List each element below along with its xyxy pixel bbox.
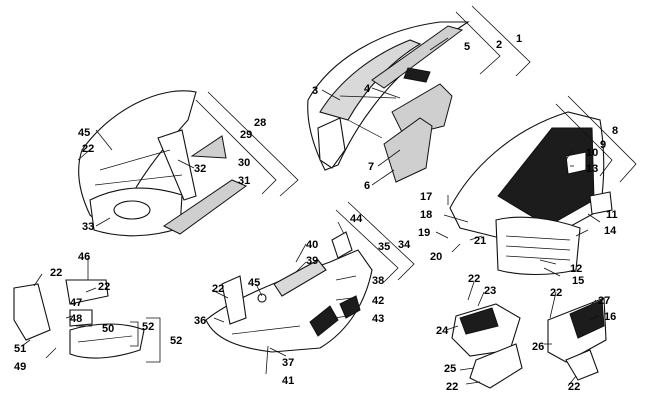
callout-40-46: 40 [306, 239, 318, 251]
callout-47-54: 47 [70, 297, 82, 309]
callout-22-28: 22 [568, 381, 580, 393]
callout-10-9: 10 [586, 147, 598, 159]
nose-assembly [449, 111, 613, 275]
callout-2-1: 2 [496, 39, 502, 51]
callout-21-20: 21 [474, 235, 486, 247]
callout-34-40: 34 [398, 239, 411, 251]
callout-22-27: 22 [446, 381, 458, 393]
callout-46-53: 46 [78, 251, 90, 263]
callout-12-11: 12 [570, 263, 582, 275]
callout-33-39: 33 [82, 221, 94, 233]
callout-22-24: 22 [50, 267, 62, 279]
callout-39-45: 39 [306, 255, 318, 267]
group-brackets [130, 5, 637, 363]
callout-7-6: 7 [368, 161, 374, 173]
callout-22-21: 22 [468, 273, 480, 285]
callout-28-34: 28 [254, 117, 266, 129]
foam-strip-5 [371, 25, 464, 89]
callout-9-8: 9 [600, 139, 606, 151]
callout-31-37: 31 [238, 175, 250, 187]
callout-18-17: 18 [420, 209, 432, 221]
callout-13-12: 13 [586, 163, 598, 175]
callout-52-60: 52 [142, 321, 154, 333]
callout-16-15: 16 [604, 311, 616, 323]
callout-48-55: 48 [70, 313, 82, 325]
callout-50-57: 50 [102, 323, 114, 335]
callout-22-25: 22 [98, 281, 110, 293]
callout-29-35: 29 [240, 129, 252, 141]
foam-pad-30 [190, 135, 227, 159]
callout-52-59: 52 [170, 335, 182, 347]
callout-45-52: 45 [78, 127, 90, 139]
callout-4-3: 4 [364, 83, 371, 95]
windshield-assembly [307, 21, 470, 183]
callout-38-44: 38 [372, 275, 384, 287]
callout-43-49: 43 [372, 313, 384, 325]
callout-49-56: 49 [14, 361, 26, 373]
callout-8-7: 8 [612, 125, 618, 137]
callout-3-2: 3 [312, 85, 318, 97]
callout-42-48: 42 [372, 295, 384, 307]
callout-44-50: 44 [350, 213, 363, 225]
callout-11-10: 11 [606, 209, 618, 221]
callout-24-30: 24 [436, 325, 449, 337]
callout-26-32: 26 [532, 341, 544, 353]
callout-17-16: 17 [420, 191, 432, 203]
callout-23-29: 23 [484, 285, 496, 297]
callout-6-5: 6 [364, 180, 370, 192]
callout-27-33: 27 [598, 295, 610, 307]
callout-37-43: 37 [282, 357, 294, 369]
headlight-assembly [451, 297, 607, 389]
callout-19-18: 19 [418, 227, 430, 239]
callout-15-14: 15 [572, 275, 584, 287]
callout-51-58: 51 [14, 343, 26, 355]
callout-36-42: 36 [194, 315, 206, 327]
leader-lines [21, 37, 601, 387]
callout-32-38: 32 [194, 163, 206, 175]
callout-25-31: 25 [444, 363, 456, 375]
side-vent-assembly [13, 279, 145, 359]
callout-22-22: 22 [550, 287, 562, 299]
foam-pad-6 [383, 117, 433, 183]
callout-1-0: 1 [516, 33, 522, 45]
callout-5-4: 5 [464, 41, 470, 53]
callout-30-36: 30 [238, 157, 250, 169]
callout-20-19: 20 [430, 251, 442, 263]
callout-35-41: 35 [378, 241, 390, 253]
belly-pan-assembly [205, 231, 373, 375]
callout-41-47: 41 [282, 375, 294, 387]
callout-22-23: 22 [212, 283, 224, 295]
foam-pad-31 [163, 179, 248, 235]
callout-14-13: 14 [604, 225, 617, 237]
callout-22-26: 22 [82, 143, 94, 155]
callout-45-51: 45 [248, 277, 260, 289]
side-panel-assembly [78, 90, 248, 237]
